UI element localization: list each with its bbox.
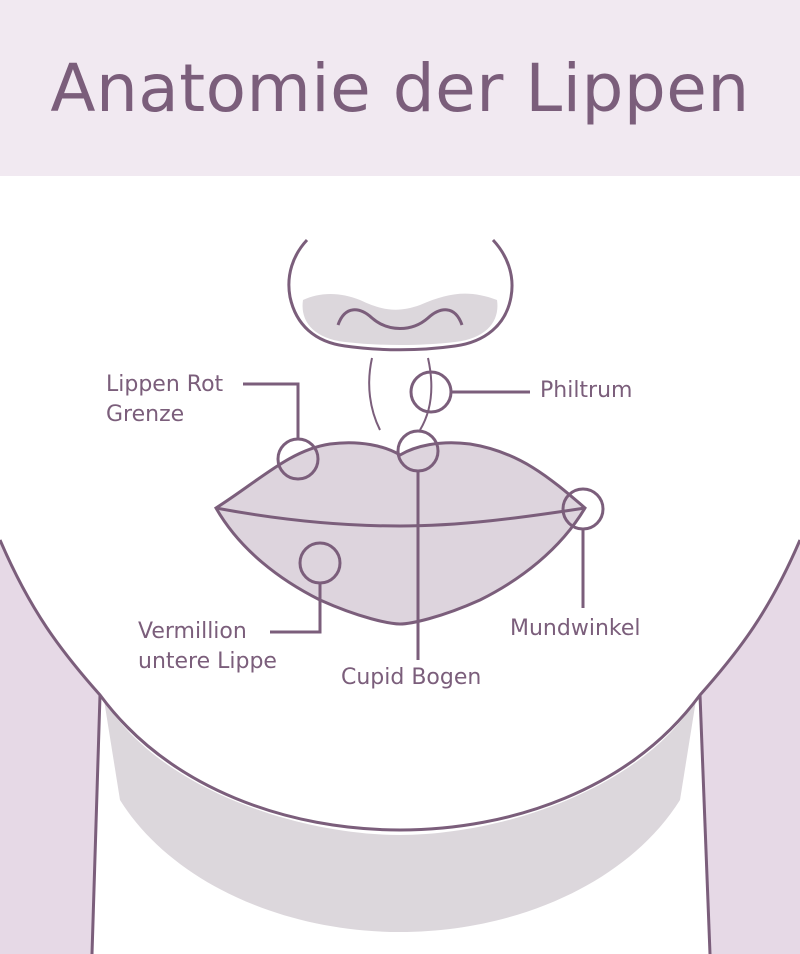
nose-outline — [287, 238, 514, 352]
label-philtrum: Philtrum — [540, 378, 633, 403]
callout-circle-lippen-rot-grenze — [276, 437, 320, 481]
neck-shadow — [104, 700, 696, 932]
label-lippen-rot-grenze-line1: Lippen Rot — [106, 372, 224, 397]
philtrum-right-line — [419, 357, 433, 431]
mouth-line — [215, 506, 586, 528]
label-vermillion-line2: untere Lippe — [138, 649, 277, 674]
leader-vermillion — [270, 583, 322, 634]
jaw-outline — [0, 539, 800, 832]
label-vermillion: Vermillion untere Lippe — [138, 617, 277, 677]
title-banner: Anatomie der Lippen — [0, 0, 800, 176]
label-lippen-rot-grenze-line2: Grenze — [106, 402, 185, 427]
nostril-line — [336, 308, 464, 330]
philtrum-left-line — [368, 357, 381, 431]
right-side-area — [700, 540, 800, 954]
nose-shadow — [302, 293, 498, 345]
label-mundwinkel: Mundwinkel — [510, 616, 641, 641]
neck-line-right — [698, 694, 712, 954]
neck-line-left — [90, 694, 102, 954]
label-lippen-rot-grenze: Lippen Rot Grenze — [106, 370, 223, 430]
label-cupid-bogen: Cupid Bogen — [341, 665, 482, 690]
lips-shape — [213, 441, 587, 626]
page-title: Anatomie der Lippen — [50, 50, 750, 127]
label-vermillion-line1: Vermillion — [138, 619, 247, 644]
leader-lippen-rot-grenze — [243, 382, 300, 440]
left-side-area — [0, 540, 100, 954]
